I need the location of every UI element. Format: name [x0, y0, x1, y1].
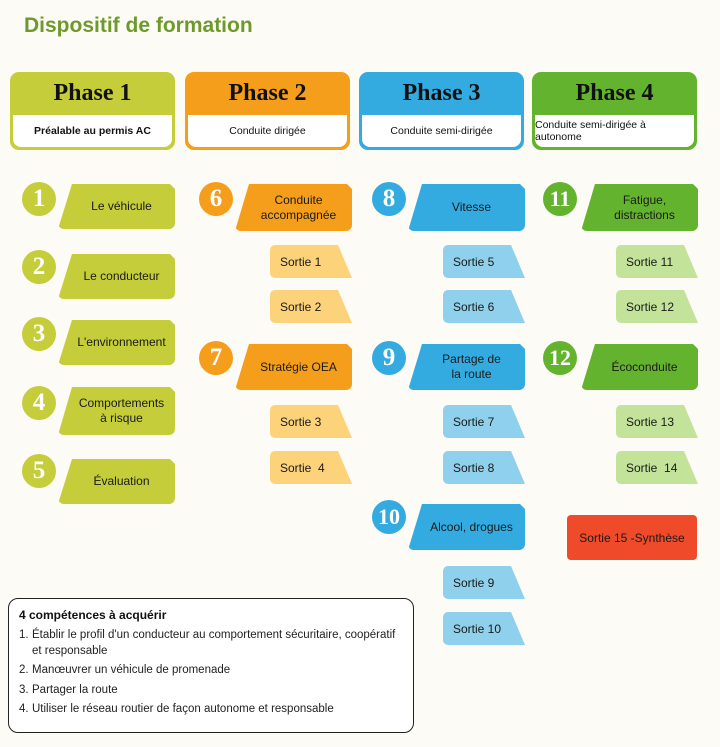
step-number: 8: [372, 182, 406, 216]
page-title: Dispositif de formation: [24, 14, 253, 37]
sortie-box: Sortie 7: [443, 405, 525, 438]
phase-subtitle: Conduite dirigée: [188, 115, 347, 147]
sortie-box: Sortie 14: [616, 451, 698, 484]
phase-title: Phase 2: [228, 80, 307, 106]
competence-item: 3.Partager la route: [19, 683, 403, 699]
competence-item: 2.Manœuvrer un véhicule de promenade: [19, 663, 403, 679]
step-number: 10: [372, 500, 406, 534]
step-box: Le conducteur: [58, 254, 175, 299]
step-number: 5: [22, 454, 56, 488]
competence-item: 1.Établir le profil d'un conducteur au c…: [19, 628, 403, 659]
step-number: 1: [22, 182, 56, 216]
item-text: Établir le profil d'un conducteur au com…: [32, 629, 396, 657]
step-box: Le véhicule: [58, 184, 175, 229]
sortie-box: Sortie 13: [616, 405, 698, 438]
item-number: 2.: [19, 664, 29, 677]
sortie-box: Sortie 5: [443, 245, 525, 278]
step-number: 2: [22, 250, 56, 284]
step-box: Écoconduite: [581, 344, 698, 390]
sortie-box: Sortie 8: [443, 451, 525, 484]
item-text: Manœuvrer un véhicule de promenade: [32, 664, 231, 677]
synthese-box: Sortie 15 -Synthèse: [567, 515, 697, 560]
phase-title: Phase 1: [53, 80, 132, 106]
step-box: L'environnement: [58, 320, 175, 365]
sortie-box: Sortie 3: [270, 405, 352, 438]
step-box: Partage de la route: [408, 344, 525, 390]
sortie-box: Sortie 2: [270, 290, 352, 323]
step-number: 11: [543, 182, 577, 216]
sortie-box: Sortie 1: [270, 245, 352, 278]
phase-subtitle: Préalable au permis AC: [13, 115, 172, 147]
sortie-box: Sortie 12: [616, 290, 698, 323]
sortie-box: Sortie 6: [443, 290, 525, 323]
phase-subtitle: Conduite semi-dirigée: [362, 115, 521, 147]
phase-2-header: Phase 2 Conduite dirigée: [185, 72, 350, 150]
step-number: 7: [199, 341, 233, 375]
step-box: Alcool, drogues: [408, 504, 525, 550]
step-number: 4: [22, 386, 56, 420]
sortie-box: Sortie 4: [270, 451, 352, 484]
phase-3-header: Phase 3 Conduite semi-dirigée: [359, 72, 524, 150]
step-box: Fatigue, distractions: [581, 184, 698, 231]
step-number: 9: [372, 341, 406, 375]
step-box: Vitesse: [408, 184, 525, 231]
phase-1-header: Phase 1 Préalable au permis AC: [10, 72, 175, 150]
step-box: Évaluation: [58, 459, 175, 504]
step-box: Conduite accompagnée: [235, 184, 352, 231]
sortie-box: Sortie 11: [616, 245, 698, 278]
competence-item: 4.Utiliser le réseau routier de façon au…: [19, 702, 403, 718]
phase-title: Phase 3: [402, 80, 481, 106]
step-box: Stratégie OEA: [235, 344, 352, 390]
competences-list: 1.Établir le profil d'un conducteur au c…: [19, 628, 403, 718]
item-text: Partager la route: [32, 683, 118, 696]
competences-box: 4 compétences à acquérir 1.Établir le pr…: [8, 598, 414, 733]
item-number: 3.: [19, 683, 29, 696]
step-number: 12: [543, 341, 577, 375]
item-text: Utiliser le réseau routier de façon auto…: [32, 703, 334, 716]
step-number: 6: [199, 182, 233, 216]
sortie-box: Sortie 9: [443, 566, 525, 599]
step-box: Comportements à risque: [58, 387, 175, 435]
step-number: 3: [22, 317, 56, 351]
phase-title: Phase 4: [575, 80, 654, 106]
competences-title: 4 compétences à acquérir: [19, 608, 167, 622]
item-number: 4.: [19, 703, 29, 716]
phase-4-header: Phase 4 Conduite semi-dirigée à autonome: [532, 72, 697, 150]
sortie-box: Sortie 10: [443, 612, 525, 645]
item-number: 1.: [19, 629, 29, 641]
phase-subtitle: Conduite semi-dirigée à autonome: [535, 115, 694, 147]
